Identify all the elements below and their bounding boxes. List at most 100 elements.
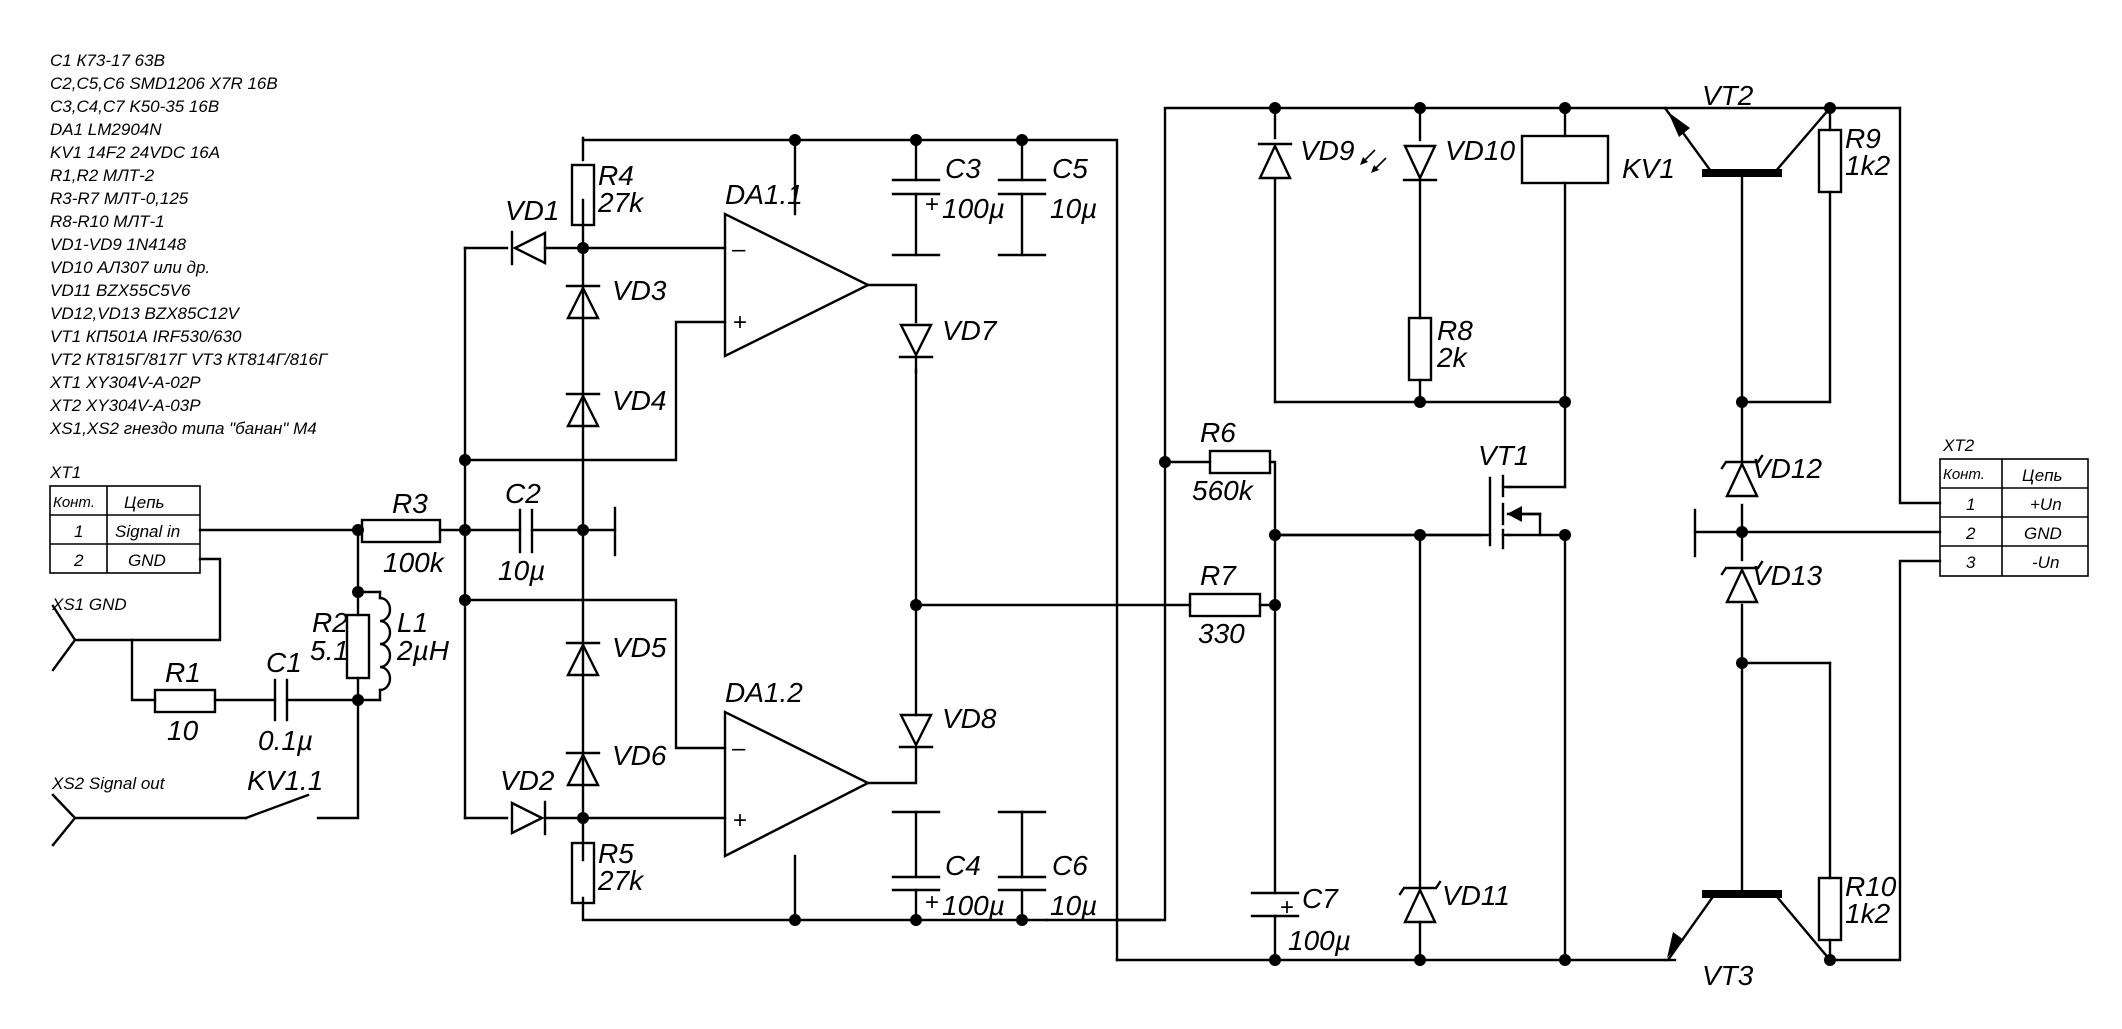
vd5-label: VD5 (612, 632, 667, 663)
r7-label: R7 (1200, 560, 1237, 591)
vd11-label: VD11 (1442, 880, 1510, 911)
l1-label: L1 (397, 607, 428, 638)
c7-polarity: + (1280, 894, 1294, 921)
bom-line: C1 К73-17 63В (50, 51, 165, 70)
vd12-label: VD12 (1752, 453, 1822, 484)
r8-value: 2k (1436, 342, 1469, 373)
r9-resistor (1817, 128, 1843, 194)
vt1-label: VT1 (1478, 440, 1529, 471)
r2-resistor (345, 613, 371, 680)
junction-dots (352, 102, 1836, 966)
da11-noninverting-sign: + (733, 309, 747, 336)
r3-resistor (360, 518, 442, 544)
c4-polarity: + (925, 889, 939, 916)
c5-label: C5 (1052, 153, 1088, 184)
vd1-diode (510, 230, 547, 266)
bom-line: C3,C4,C7 K50-35 16B (50, 97, 219, 116)
led-light-icon (1360, 149, 1387, 173)
r1-value: 10 (167, 715, 199, 746)
vt2-label: VT2 (1702, 80, 1754, 111)
vt3-label: VT3 (1702, 960, 1754, 991)
kv11-label: KV1.1 (247, 765, 323, 796)
c2-capacitor (518, 508, 534, 554)
vd11-zener (1398, 880, 1442, 924)
r6-resistor (1208, 449, 1272, 475)
r10-value: 1k2 (1845, 898, 1891, 929)
xt2-pin: 1 (1966, 495, 1975, 514)
bom-line: XT2 XY304V-A-03P (49, 396, 201, 415)
c4-value: 100µ (942, 890, 1005, 921)
r3-label: R3 (392, 488, 428, 519)
c6-label: C6 (1052, 850, 1088, 881)
xt2-connector-table: XT2 Конт. Цепь 1 +Un 2 GND 3 -Un (1939, 436, 2089, 577)
xs2-label: XS2 Signal out (51, 774, 166, 793)
xt2-title: XT2 (1942, 436, 1975, 455)
xt2-net: +Un (2030, 495, 2062, 514)
bom-line: VD11 BZX55C5V6 (50, 281, 191, 300)
c7-value: 100µ (1288, 925, 1351, 956)
c2-label: C2 (505, 478, 541, 509)
r4-value: 27k (597, 187, 645, 218)
bom-line: VD12,VD13 BZX85C12V (50, 304, 241, 323)
bom-line: XS1,XS2 гнездо типа "банан" M4 (49, 419, 317, 438)
bom-line: R8-R10 МЛТ-1 (50, 212, 165, 231)
xt2-head-pin: Конт. (1943, 466, 1985, 483)
c3-capacitor (891, 178, 941, 196)
c4-capacitor (891, 875, 941, 892)
xs1-socket-icon (51, 604, 77, 672)
vd13-label: VD13 (1752, 560, 1822, 591)
bom-list: C1 К73-17 63В C2,C5,C6 SMD1206 X7R 16B C… (49, 51, 329, 438)
r5-resistor (570, 841, 596, 905)
vd10-label: VD10 (1445, 135, 1515, 166)
r5-value: 27k (597, 865, 645, 896)
c3-value: 100µ (942, 193, 1005, 224)
r10-resistor (1817, 876, 1843, 942)
bom-line: C2,C5,C6 SMD1206 X7R 16B (50, 74, 278, 93)
vd4-diode (565, 392, 601, 428)
vd8-diode (898, 713, 934, 749)
vd3-diode (565, 284, 601, 320)
r2-value: 5.1 (310, 635, 349, 666)
xt2-net: -Un (2032, 553, 2059, 572)
r2-label: R2 (312, 607, 348, 638)
bom-line: VD10 АЛ307 или др. (50, 258, 210, 277)
xt1-pin: 1 (74, 522, 83, 541)
regulator-wiring (1693, 106, 1942, 962)
xt1-head-pin: Конт. (53, 494, 95, 511)
r6-value: 560k (1192, 475, 1255, 506)
opamp-wiring (463, 106, 1832, 922)
c2-value: 10µ (498, 555, 545, 586)
input-wiring (73, 528, 382, 820)
xs2-socket-icon (51, 793, 77, 847)
c7-label: C7 (1302, 883, 1339, 914)
xt2-pin: 3 (1966, 553, 1976, 572)
kv1-label: KV1 (1622, 153, 1675, 184)
r7-value: 330 (1198, 618, 1245, 649)
vd10-led (1402, 144, 1438, 182)
r1-label: R1 (165, 657, 201, 688)
vd9-label: VD9 (1300, 135, 1354, 166)
xs1-label: XS1 GND (51, 595, 127, 614)
l1-value: 2µH (396, 635, 450, 666)
r4-label: R4 (598, 160, 634, 191)
bom-line: R3-R7 МЛТ-0,125 (50, 189, 189, 208)
vd13-zener (1720, 560, 1764, 604)
r4-resistor (570, 163, 596, 227)
c3-label: C3 (945, 153, 981, 184)
vd6-label: VD6 (612, 740, 667, 771)
vd7-label: VD7 (942, 315, 998, 346)
bom-line: VT2 КТ815Г/817Г VT3 КТ814Г/816Г (50, 350, 329, 369)
vd2-diode (510, 800, 547, 836)
bom-line: KV1 14F2 24VDC 16A (50, 143, 220, 162)
l1-inductor (378, 596, 392, 692)
vd8-label: VD8 (942, 703, 997, 734)
c1-capacitor (273, 678, 289, 722)
r10-label: R10 (1845, 871, 1897, 902)
r8-label: R8 (1437, 315, 1473, 346)
vd3-label: VD3 (612, 275, 667, 306)
c1-label: C1 (266, 647, 302, 678)
vd12-zener (1720, 454, 1764, 498)
bom-line: VT1 КП501А IRF530/630 (50, 327, 242, 346)
